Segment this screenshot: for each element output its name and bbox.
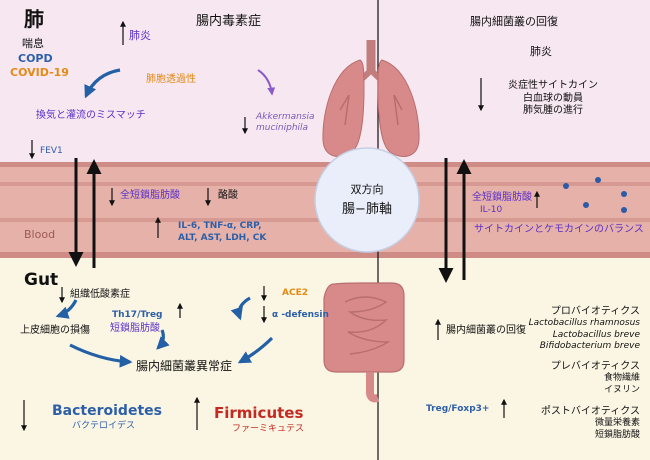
copd-label: COPD bbox=[18, 52, 53, 65]
pneumonia-left: 肺炎 bbox=[129, 29, 151, 42]
dysbiosis-label: 腸内細菌叢異常症 bbox=[136, 359, 233, 373]
lung-effect-1: 炎症性サイトカイン bbox=[508, 80, 598, 91]
lung-effects: 炎症性サイトカイン 白血球の動員 肺気腫の進行 bbox=[498, 80, 608, 118]
curve-arrow-lung bbox=[84, 68, 121, 99]
il10-label: IL-10 bbox=[480, 205, 503, 215]
prebiotics-title: プレバイオティクス bbox=[550, 361, 640, 372]
probiotic-2: Lactobacillus breve bbox=[552, 329, 640, 340]
pneumonia-right: 肺炎 bbox=[530, 45, 552, 58]
prebiotic-1: 食物繊維 bbox=[603, 373, 640, 383]
axis-circle bbox=[314, 147, 420, 253]
lung-effect-2: 白血球の動員 bbox=[523, 92, 583, 104]
scfa-right-label: 全短鎖脂肪酸 bbox=[472, 192, 532, 203]
curve-arrow-ace2 bbox=[230, 296, 251, 321]
curve-arrow-dysbiosis bbox=[237, 336, 274, 364]
probiotics-block: プロバイオティクス Lactobacillus rhamnosus Lactob… bbox=[500, 305, 640, 353]
fev1-label: FEV1 bbox=[40, 146, 63, 156]
molecule-dots bbox=[563, 177, 627, 213]
curve-arrow-purple bbox=[257, 69, 276, 96]
firmicutes-jp: ファーミキュテス bbox=[232, 424, 305, 434]
markers-line2: ALT, AST, LDH, CK bbox=[178, 233, 267, 243]
lungs-illustration bbox=[322, 40, 420, 157]
postbiotic-1: 微量栄養素 bbox=[594, 418, 640, 428]
probiotic-1: Lactobacillus rhamnosus bbox=[528, 318, 640, 328]
blood-label: Blood bbox=[24, 228, 56, 241]
covid-label: COVID-19 bbox=[10, 66, 69, 79]
mismatch-label: 換気と灌流のミスマッチ bbox=[36, 110, 146, 121]
intestine-illustration bbox=[323, 282, 405, 403]
markers-line1: IL-6, TNF-α, CRP, bbox=[178, 221, 262, 231]
curve-arrow-hypoxia bbox=[55, 299, 78, 319]
scfa-left-label: 全短鎖脂肪酸 bbox=[120, 190, 180, 201]
defensin-label: α -defensin bbox=[272, 310, 329, 320]
prebiotic-2: イヌリン bbox=[603, 384, 640, 395]
permeability-label: 肺胞透過性 bbox=[146, 74, 196, 85]
curve-arrow-th17 bbox=[156, 329, 170, 350]
lung-title: 肺 bbox=[24, 7, 44, 31]
probiotics-title: プロバイオティクス bbox=[550, 306, 640, 317]
gut-title: Gut bbox=[24, 270, 59, 290]
prebiotics-block: プレバイオティクス 食物繊維 イヌリン bbox=[500, 360, 640, 396]
axis-line2: 腸−肺軸 bbox=[342, 202, 392, 217]
lung-effect-3: 肺気腫の進行 bbox=[523, 105, 583, 116]
balance-label: サイトカインとケモカインのバランス bbox=[474, 224, 644, 235]
gut-scfa-label: 短鎖脂肪酸 bbox=[110, 323, 160, 334]
postbiotics-title: ポストバイオティクス bbox=[540, 406, 640, 417]
blood-stripe-bottom bbox=[0, 252, 650, 258]
hypoxia-label: 組織低酸素症 bbox=[70, 289, 130, 300]
treg-label: Treg/Foxp3+ bbox=[426, 404, 490, 414]
ace2-label: ACE2 bbox=[282, 288, 308, 298]
asthma-label: 喘息 bbox=[22, 37, 44, 50]
postbiotics-block: ポストバイオティクス 微量栄養素 短鎖脂肪酸 bbox=[500, 405, 640, 441]
recovery-title: 腸内細菌叢の回復 bbox=[470, 15, 558, 28]
axis-line1: 双方向 bbox=[350, 183, 384, 196]
butyrate-label: 酪酸 bbox=[218, 190, 238, 201]
curve-arrow-epithelial bbox=[69, 343, 133, 368]
epithelial-label: 上皮細胞の損傷 bbox=[20, 325, 90, 336]
gut-recovery-label: 腸内細菌叢の回復 bbox=[446, 325, 526, 336]
bacteroidetes-label: Bacteroidetes bbox=[52, 403, 162, 419]
postbiotic-2: 短鎖脂肪酸 bbox=[594, 429, 640, 440]
probiotic-3: Bifidobacterium breve bbox=[539, 341, 640, 352]
th17-label: Th17/Treg bbox=[112, 310, 163, 320]
blood-stripe-top bbox=[0, 162, 650, 167]
toxemia-label: 腸内毒素症 bbox=[196, 14, 262, 29]
firmicutes-label: Firmicutes bbox=[214, 404, 304, 422]
bacteroidetes-jp: バクテロイデス bbox=[72, 421, 136, 431]
